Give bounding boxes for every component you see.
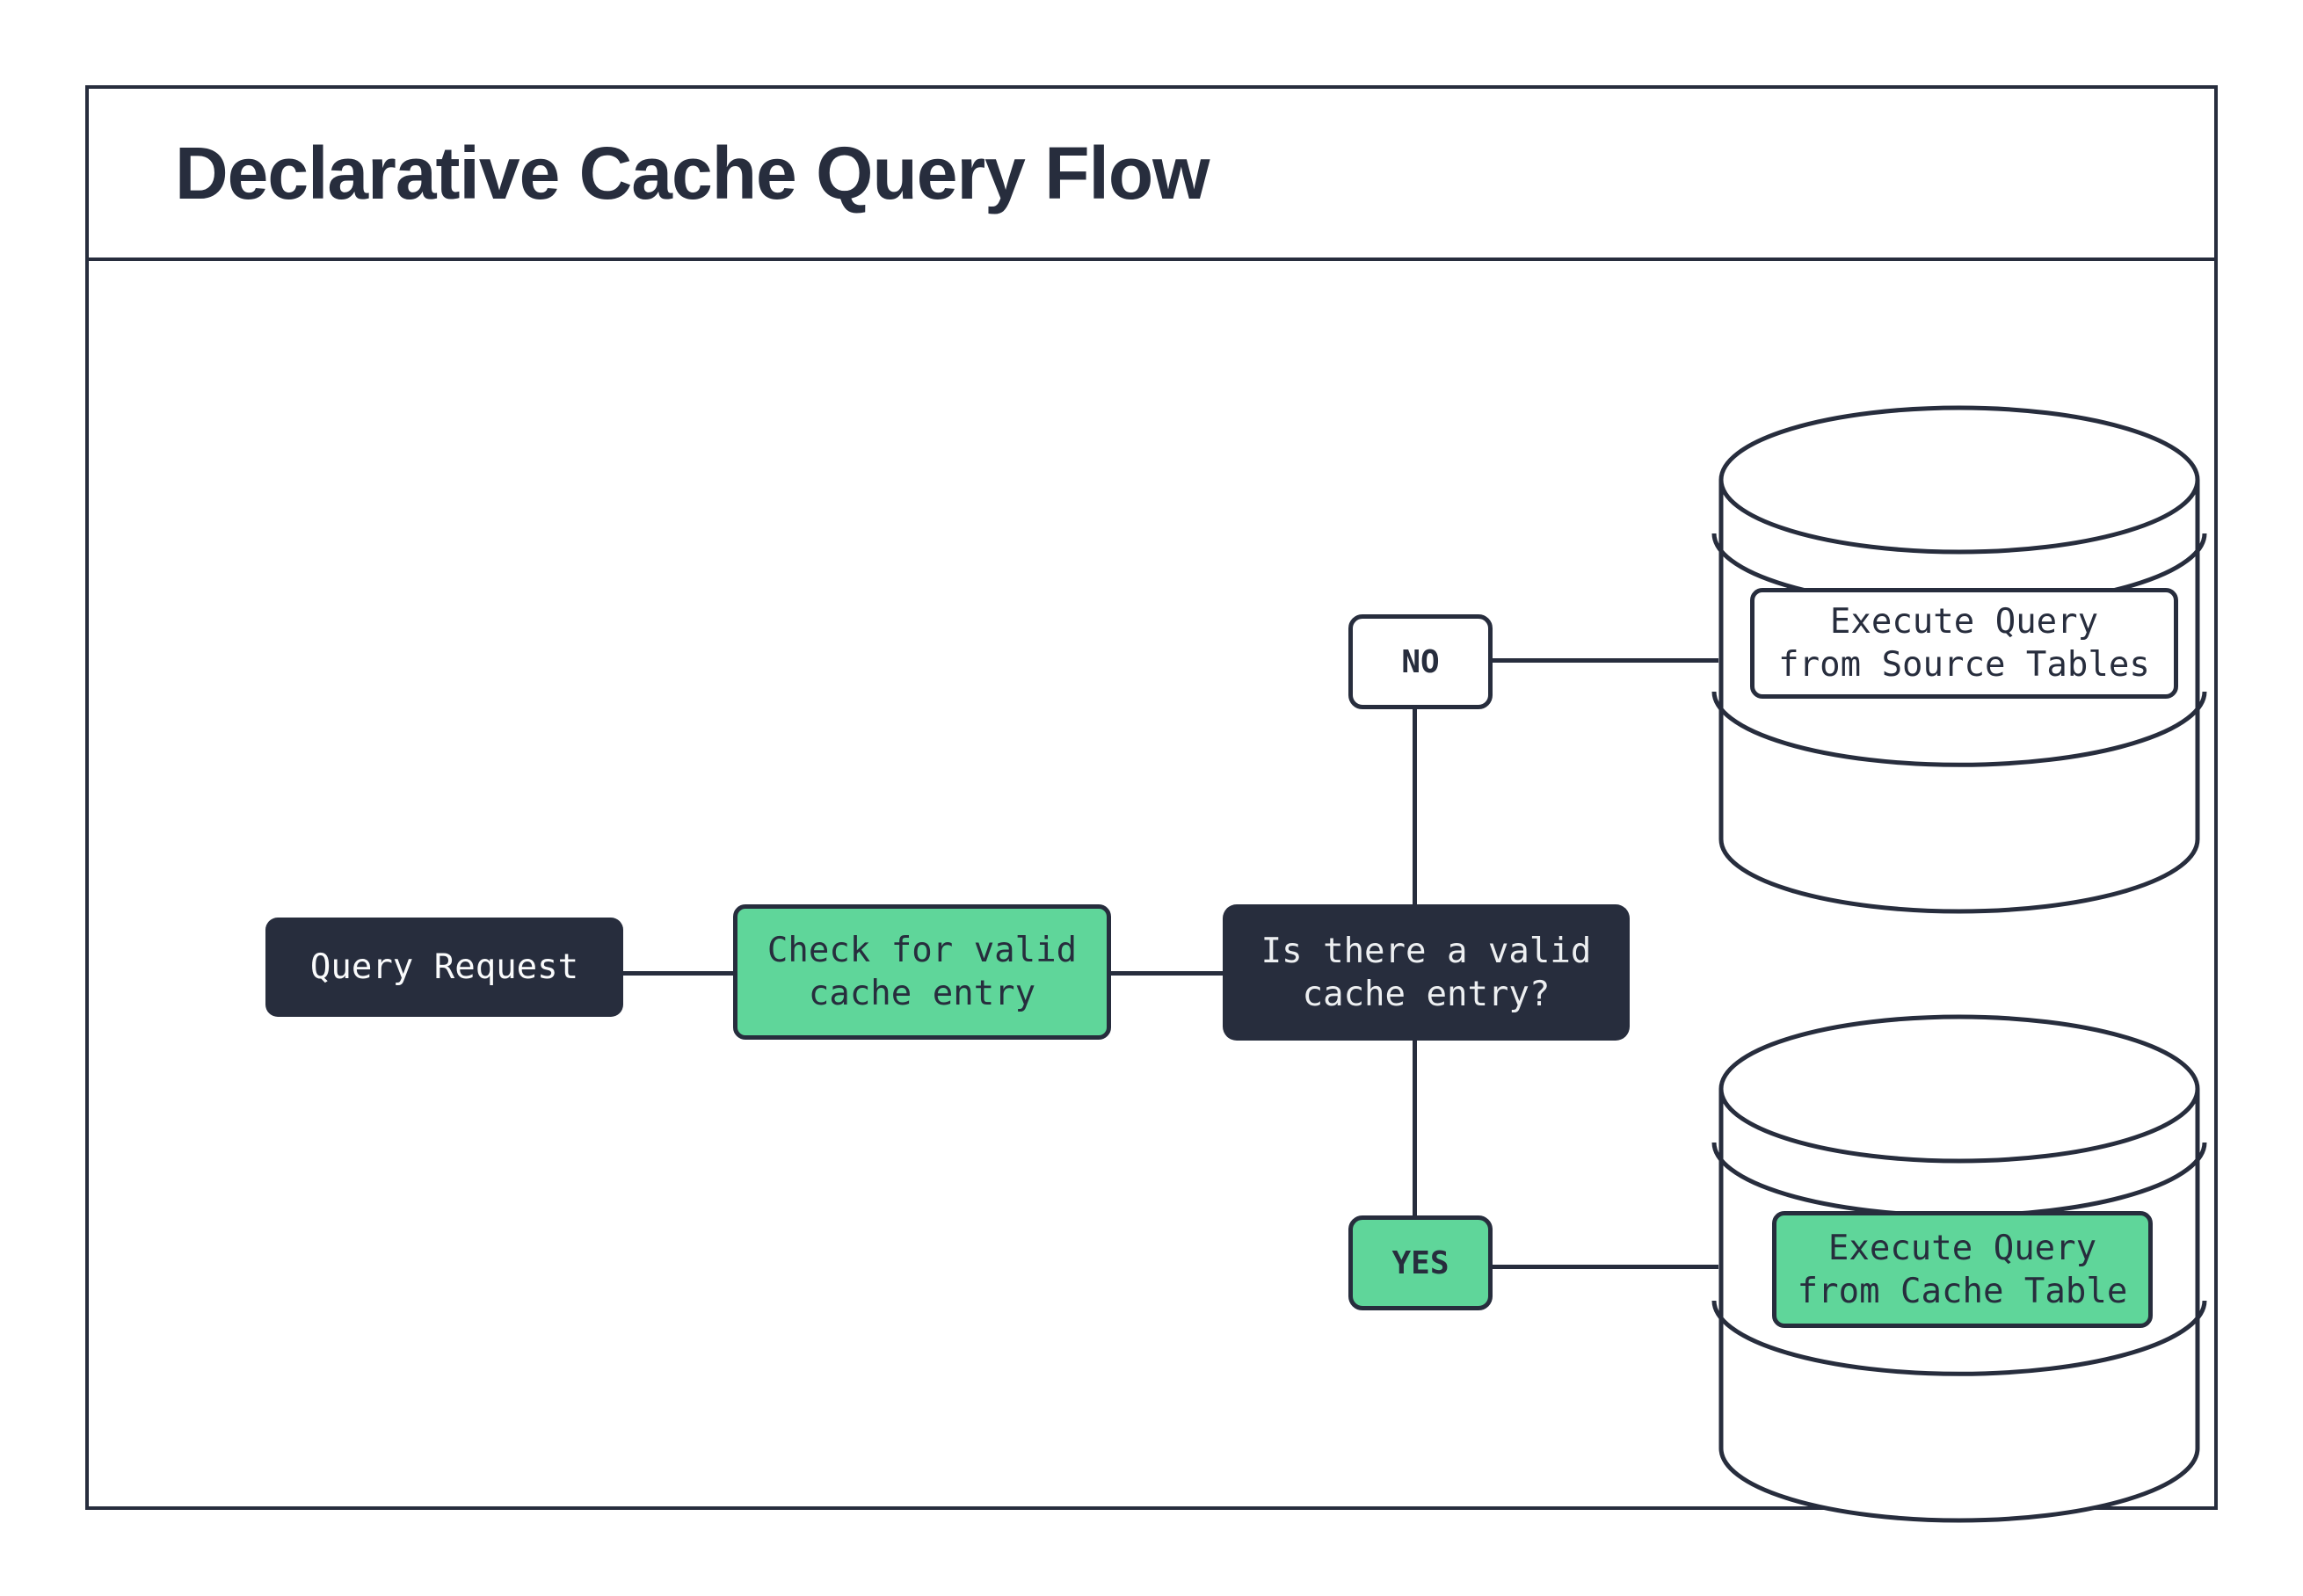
connector-no-to-source-db [1493, 658, 1718, 663]
node-label-line1: Execute Query [1827, 1228, 2097, 1268]
diagram-frame: Declarative Cache Query Flow [85, 85, 2218, 1523]
connector-decision-to-no [1413, 709, 1417, 904]
node-branch-no: NO [1348, 614, 1493, 709]
node-execute-cache-table: Execute Query from Cache Table [1772, 1211, 2153, 1328]
node-label-line1: Is there a valid [1260, 931, 1592, 971]
page-title: Declarative Cache Query Flow [175, 131, 1210, 214]
connector-query-to-check [623, 971, 733, 976]
node-label: NO [1401, 643, 1440, 680]
node-label-line2: from Cache Table [1797, 1271, 2128, 1311]
node-label-line2: cache entry? [1302, 974, 1551, 1014]
title-bar: Declarative Cache Query Flow [89, 89, 2214, 261]
node-query-request: Query Request [265, 918, 623, 1017]
node-label-line2: from Source Tables [1778, 645, 2150, 685]
node-decision-valid-cache: Is there a valid cache entry? [1223, 904, 1630, 1041]
node-label-line1: Execute Query [1829, 602, 2099, 642]
node-execute-source-tables: Execute Query from Source Tables [1750, 588, 2178, 699]
connector-decision-to-yes [1413, 1041, 1417, 1215]
connector-yes-to-cache-db [1493, 1265, 1718, 1269]
node-label-line1: Check for valid [766, 931, 1078, 970]
node-label-line2: cache entry [808, 974, 1036, 1013]
node-check-cache: Check for valid cache entry [733, 904, 1111, 1040]
node-label: Query Request [309, 947, 579, 987]
connector-check-to-decision [1111, 971, 1223, 976]
node-label: YES [1391, 1244, 1449, 1281]
node-branch-yes: YES [1348, 1215, 1493, 1310]
